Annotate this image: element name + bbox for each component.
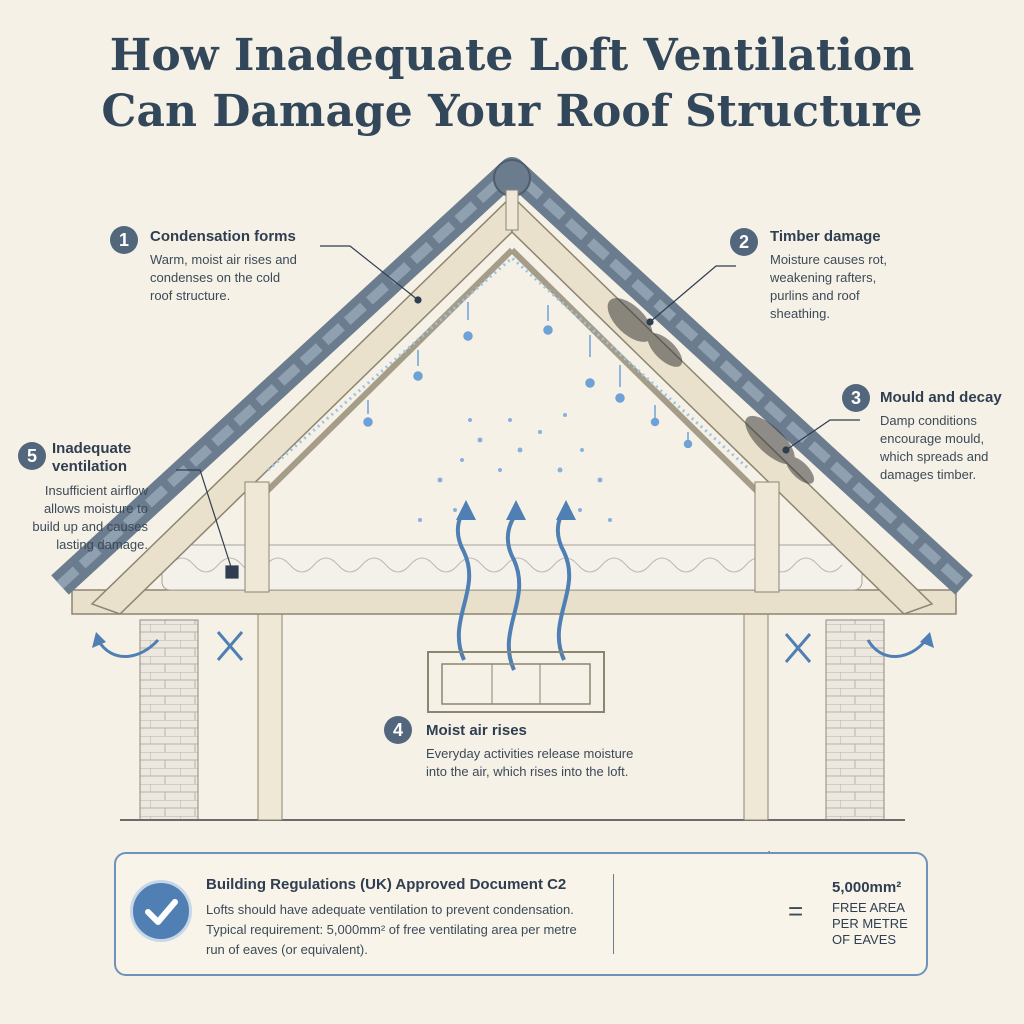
callout-2-line-3: purlins and roof [770,288,860,303]
callout-number-4: 4 [384,716,412,744]
callout-title-3: Mould and decay [880,389,1002,406]
callout-number-3: 3 [842,384,870,412]
callout-5-line-4: lasting damage. [56,537,148,552]
left-brick-wall [139,619,199,821]
callout-number-2: 2 [730,228,758,256]
callout-1-line-1: Warm, moist air rises and [150,252,297,267]
callout-number-1: 1 [110,226,138,254]
free-area-value: 5,000mm² [832,879,902,896]
callout-3-line-1: Damp conditions [880,413,977,428]
loft-hatch [427,651,605,713]
right-post [743,611,769,821]
callout-timber-damage: 2 Timber damage Moisture causes rot, wea… [730,228,887,323]
regulations-line-3: run of eaves (or equivalent). [206,942,368,957]
callout-5-line-1: Insufficient airflow [44,483,148,498]
regulations-panel: Building Regulations (UK) Approved Docum… [114,852,928,976]
condensation-drips [363,302,693,449]
callout-inadequate-ventilation: 5 Inadequate ventilation Insufficient ai… [18,440,148,554]
callout-condensation: 1 Condensation forms Warm, moist air ris… [110,226,297,305]
regulations-title: Building Regulations (UK) Approved Docum… [206,876,567,893]
blocked-vent-x-icon [216,631,812,663]
title-line-2: Can Damage Your Roof Structure [101,86,923,137]
callout-3-line-4: damages timber. [880,467,977,482]
callout-title-4: Moist air rises [426,722,527,739]
panel-divider [613,874,614,954]
callout-title-1: Condensation forms [150,228,296,245]
callout-1-line-3: roof structure. [150,288,231,303]
callout-5-line-2: allows moisture to [43,501,148,516]
mould-patches [607,298,815,484]
free-area-line-2: PER METRE [832,916,908,931]
callout-title-5-line-2: ventilation [52,458,128,475]
check-icon [130,880,192,942]
left-post [257,611,283,821]
callout-5-line-3: build up and causes [32,519,148,534]
callout-3-line-3: which spreads and [880,449,989,464]
free-area-line-3: OF EAVES [832,932,897,947]
callout-4-line-1: Everyday activities release moisture [426,746,634,761]
title-line-1: How Inadequate Loft Ventilation [109,30,915,81]
callout-2-line-1: Moisture causes rot, [770,252,888,267]
callout-1-line-2: condenses on the cold [150,270,281,285]
moisture-particles [418,413,612,522]
right-brick-wall [825,619,885,821]
page-title: How Inadequate Loft Ventilation Can Dama… [0,28,1024,140]
regulations-line-1: Lofts should have adequate ventilation t… [206,902,574,917]
callout-2-line-2: weakening rafters, [770,270,877,285]
callout-moist-air: 4 Moist air rises Everyday activities re… [384,716,633,781]
callout-title-2: Timber damage [770,228,881,245]
callout-2-line-4: sheathing. [770,306,830,321]
regulations-line-2: Typical requirement: 5,000mm² of free ve… [206,922,577,937]
free-area-label: 5,000mm² FREE AREA PER METRE OF EAVES [832,880,908,948]
callout-mould: 3 Mould and decay Damp conditions encour… [842,384,1002,484]
callout-title-5-line-1: Inadequate [52,440,132,457]
airflow-arrow-icon [92,632,934,658]
callout-3-line-2: encourage mould, [880,431,985,446]
free-area-line-1: FREE AREA [832,900,905,915]
callout-number-5: 5 [18,442,46,470]
callout-4-line-2: into the air, which rises into the loft. [426,764,629,779]
equals-sign: = [788,896,804,926]
